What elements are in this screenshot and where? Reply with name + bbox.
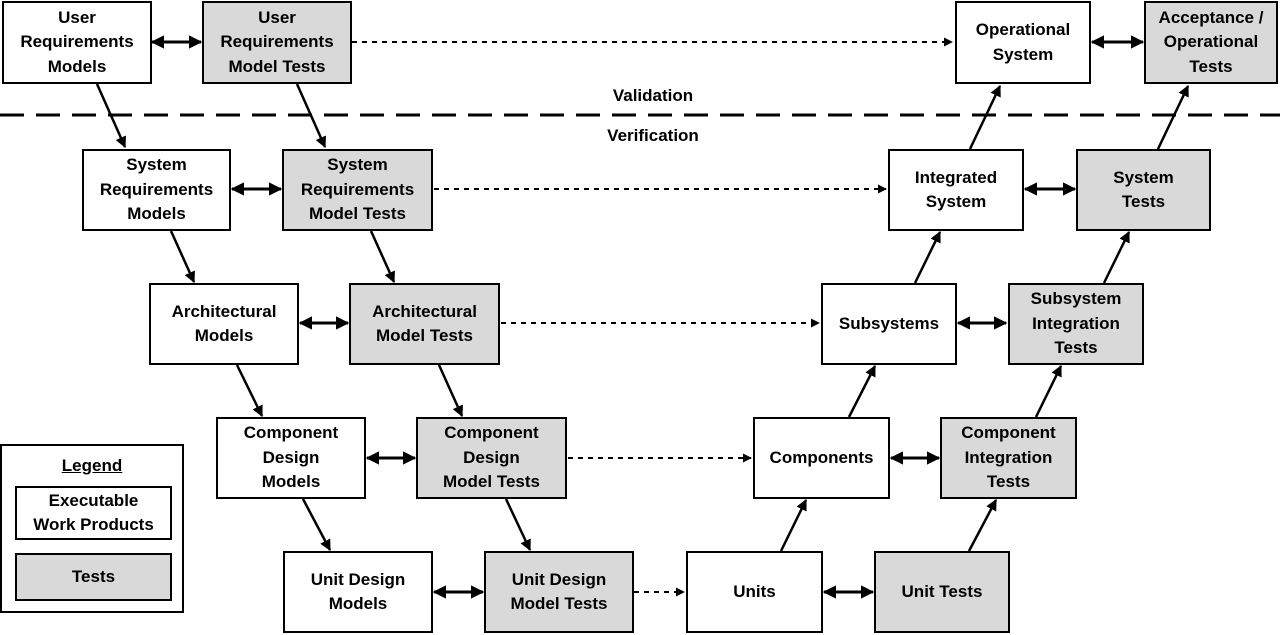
unit-design-models-box: Unit Design Models [283,551,433,633]
validation-label: Validation [612,86,694,105]
system-tests-box: System Tests [1076,149,1211,231]
acceptance-operational-tests-box: Acceptance / Operational Tests [1144,1,1278,84]
unit-design-model-tests-box: Unit Design Model Tests [484,551,634,633]
user-requirements-model-tests-box: User Requirements Model Tests [202,1,352,84]
legend-tests: Tests [15,553,172,601]
component-design-models-box: Component Design Models [216,417,366,499]
subsystem-integration-tests-box: Subsystem Integration Tests [1008,283,1144,365]
arrow-comp-models-to-unit-models [301,498,332,551]
user-requirements-models-box: User Requirements Models [2,1,152,84]
system-requirements-model-tests-box: System Requirements Model Tests [282,149,433,231]
arrow-system-models-to-arch-models [169,230,196,284]
system-requirements-models-box: System Requirements Models [82,149,231,231]
legend-executable-work-products: Executable Work Products [15,486,172,540]
arrow-integrated-to-operational [968,84,1002,150]
arrow-arch-models-to-comp-models [235,364,264,418]
unit-tests-box: Unit Tests [874,551,1010,633]
component-integration-tests-box: Component Integration Tests [940,417,1077,499]
legend-title: Legend [61,456,123,475]
component-design-model-tests-box: Component Design Model Tests [416,417,567,499]
arrow-user-tests-to-system-tests [295,83,327,149]
arrow-comp-tests-to-unit-tests [504,498,532,552]
arrow-comp-int-tests-to-subsys-tests [1034,364,1063,418]
subsystems-box: Subsystems [821,283,957,365]
architectural-models-box: Architectural Models [149,283,299,365]
legend: Legend Executable Work Products Tests [0,444,184,613]
arrow-subsystems-to-integrated-system [913,230,942,284]
arrow-unit-tests-to-comp-int-tests [967,499,998,552]
arrow-subsys-tests-to-system-tests [1102,230,1131,284]
arrow-arch-tests-to-comp-tests [437,364,464,418]
arrow-user-models-to-system-models [95,83,127,149]
arrow-system-tests-to-arch-tests [369,230,396,284]
operational-system-box: Operational System [955,1,1091,84]
units-box: Units [686,551,823,633]
arrow-units-to-components [779,498,808,552]
components-box: Components [753,417,890,499]
architectural-model-tests-box: Architectural Model Tests [349,283,500,365]
verification-label: Verification [607,126,699,145]
integrated-system-box: Integrated System [888,149,1024,231]
arrow-system-tests-to-acceptance [1156,84,1190,150]
arrow-components-to-subsystems [847,364,877,418]
